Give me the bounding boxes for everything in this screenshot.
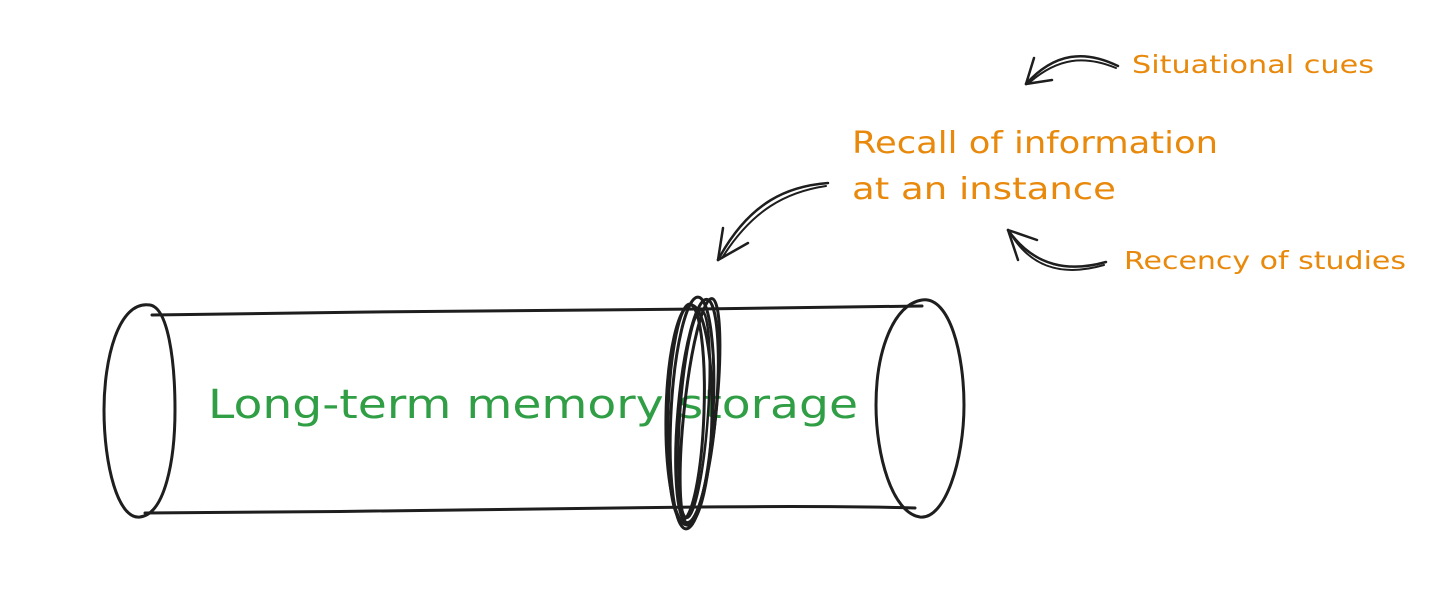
recency-label: Recency of studies bbox=[1124, 246, 1406, 275]
recency-arrow-icon bbox=[1006, 228, 1108, 271]
situational-cues-label: Situational cues bbox=[1132, 50, 1374, 79]
situational-cues-arrow-icon bbox=[1024, 55, 1120, 86]
recall-label-line1: Recall of information bbox=[852, 126, 1218, 161]
tube-top-edge bbox=[150, 304, 924, 317]
recall-ring bbox=[664, 295, 722, 531]
tube-left-end bbox=[102, 303, 177, 519]
storage-tube bbox=[102, 298, 966, 519]
recall-label-line2: at an instance bbox=[852, 172, 1116, 207]
tube-right-end bbox=[874, 298, 966, 519]
recall-arrow-icon bbox=[716, 181, 830, 262]
tube-bottom-edge bbox=[143, 505, 917, 515]
storage-label: Long-term memory storage bbox=[208, 382, 858, 428]
